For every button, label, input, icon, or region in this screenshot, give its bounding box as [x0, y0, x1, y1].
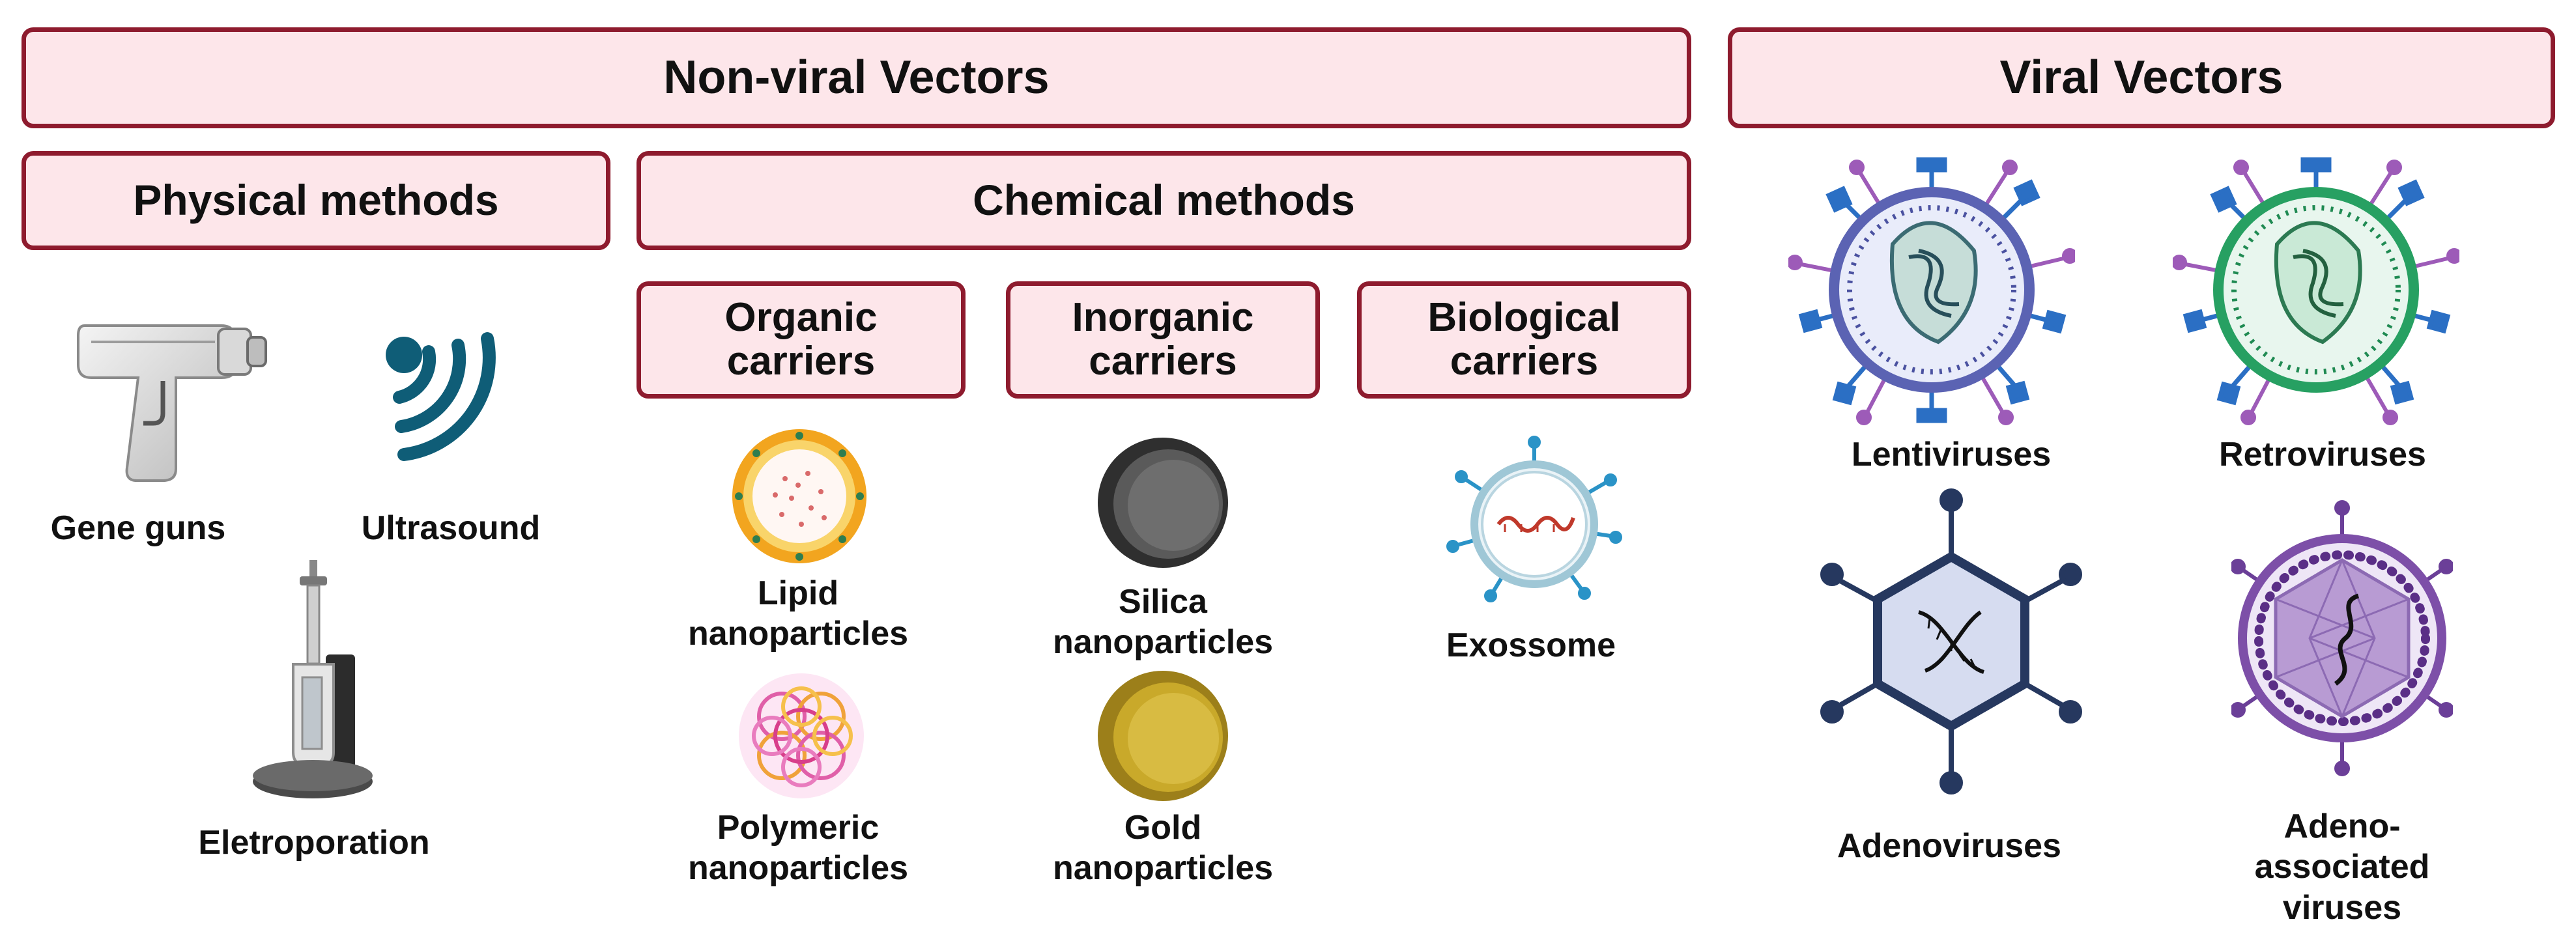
chemical-methods-header: Chemical methods — [637, 151, 1691, 250]
lipid-nanoparticles-label: Lipid nanoparticles — [687, 574, 909, 653]
chemical-methods-title: Chemical methods — [973, 176, 1355, 225]
silica-nanoparticles-label: Silica nanoparticles — [1052, 583, 1274, 662]
organic-carriers-header: Organic carriers — [637, 281, 966, 399]
gold-nanoparticles-label: Gold nanoparticles — [1052, 809, 1274, 888]
lipid-nanoparticle-icon — [732, 429, 866, 563]
organic-carriers-title: Organic carriers — [724, 295, 878, 384]
inorganic-carriers-header: Inorganic carriers — [1006, 281, 1320, 399]
retrovirus-icon — [2173, 157, 2459, 425]
polymeric-nanoparticles-label: Polymeric nanoparticles — [687, 809, 909, 888]
polymeric-nanoparticle-icon — [739, 673, 864, 798]
aav-label: Adeno-associated viruses — [2254, 808, 2430, 927]
retroviruses-label: Retroviruses — [2219, 436, 2426, 473]
physical-methods-header: Physical methods — [21, 151, 610, 250]
adenovirus-icon — [1820, 488, 2082, 794]
gene-gun-icon — [77, 324, 267, 482]
non-viral-vectors-title: Non-viral Vectors — [663, 51, 1050, 104]
lentivirus-icon — [1788, 157, 2075, 425]
gene-guns-label: Gene guns — [50, 509, 226, 547]
gold-nanoparticle-icon — [1098, 671, 1228, 801]
exosome-label: Exossome — [1446, 626, 1616, 664]
aav-icon — [2231, 500, 2453, 776]
biological-carriers-header: Biological carriers — [1357, 281, 1691, 399]
viral-vectors-header: Viral Vectors — [1728, 27, 2555, 128]
viral-vectors-title: Viral Vectors — [1999, 51, 2283, 104]
non-viral-vectors-header: Non-viral Vectors — [21, 27, 1691, 128]
electroporation-icon — [253, 560, 373, 798]
electroporation-label: Eletroporation — [198, 824, 430, 862]
exosome-icon — [1446, 436, 1622, 602]
physical-methods-title: Physical methods — [133, 176, 499, 225]
ultrasound-label: Ultrasound — [361, 509, 541, 547]
biological-carriers-title: Biological carriers — [1427, 295, 1621, 384]
inorganic-carriers-title: Inorganic carriers — [1072, 295, 1254, 384]
lentiviruses-label: Lentiviruses — [1851, 436, 2052, 473]
ultrasound-icon — [386, 332, 496, 461]
adenoviruses-label: Adenoviruses — [1837, 827, 2061, 865]
silica-nanoparticle-icon — [1098, 438, 1228, 568]
